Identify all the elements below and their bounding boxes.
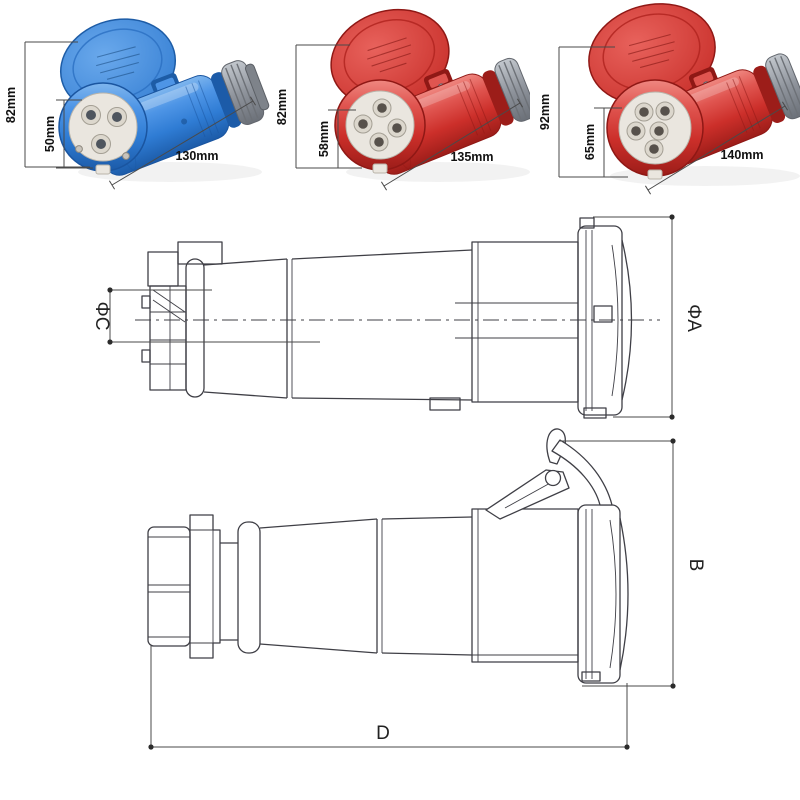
dimension-b: B [560,438,706,689]
height-dimension-label: 82mm [275,89,289,125]
product-card-red-5pin: 92mm 65mm 140mm [538,3,800,195]
socket-face [606,79,704,180]
lid-marking-lines [96,46,140,80]
gland-collar [211,72,242,128]
dimension-height: 82mm [275,44,362,169]
dimension-height: 82mm [4,41,90,168]
dimension-d: D [148,646,630,750]
keyway-notch [95,164,111,175]
dim-label-phi-c: ΦC [91,302,112,331]
body-cylinder [381,516,473,656]
dimension-phi-c: ΦC [91,287,320,345]
retaining-latch [485,428,613,520]
socket-dimension-label: 65mm [583,124,597,160]
dimension-height: 92mm [538,46,628,178]
length-dimension-label: 130mm [175,149,218,163]
socket-face [58,82,148,175]
technical-drawing-side-view: ΦC ΦA [91,214,704,420]
technical-drawing-latch-view: B D [147,428,706,750]
cable-gland-nut [765,53,800,120]
dimension-phi-a: ΦA [593,214,704,420]
dimension-socket: 65mm [583,107,622,177]
dimension-length: 140mm [644,101,789,195]
socket-face-flange [577,504,629,684]
face-screw [75,145,83,153]
rear-housing [471,508,579,663]
lid-marking-lines [628,33,675,69]
body-cylinder [291,249,473,411]
socket-face [334,79,426,174]
dim-label-b: B [685,559,706,572]
cable-gland-nut [494,57,530,122]
socket-dimension-label: 50mm [43,116,57,152]
sealing-flange [237,521,261,654]
dimension-length: 135mm [380,98,524,191]
cable-gland-nut [221,60,270,125]
socket-dimension-label: 58mm [317,121,331,157]
keyway-notch [647,169,663,180]
dimension-socket: 58mm [317,109,356,168]
bottom-tab [429,397,461,411]
rear-housing [455,241,579,403]
pin-holes [81,105,127,154]
socket-face-flange [577,217,633,419]
sealing-flange [185,258,205,398]
gland-collar [753,65,786,123]
length-dimension-label: 135mm [450,150,493,164]
product-card-red-4pin: 82mm 58mm 135mm [275,8,530,191]
face-screw [122,152,130,160]
dimension-socket: 50mm [43,99,93,169]
length-dimension-label: 140mm [720,148,763,162]
tapered-sleeve [259,518,383,654]
cable-gland-nut-drawing [147,526,191,647]
lid-marking-lines [367,37,412,73]
height-dimension-label: 92mm [538,94,552,130]
dim-label-d: D [376,723,390,744]
latch-pivot [544,469,562,487]
dim-label-phi-a: ΦA [683,304,704,332]
tapered-sleeve [203,258,293,399]
height-dimension-label: 82mm [4,87,18,123]
dimension-length: 130mm [108,96,257,190]
product-card-blue-3pin: 82mm 50mm 130mm [4,18,270,190]
drain-hole [181,118,188,125]
pin-holes [353,98,407,152]
gland-collar-drawing [189,514,238,659]
pin-holes [626,101,675,159]
keyway-notch [372,163,388,174]
